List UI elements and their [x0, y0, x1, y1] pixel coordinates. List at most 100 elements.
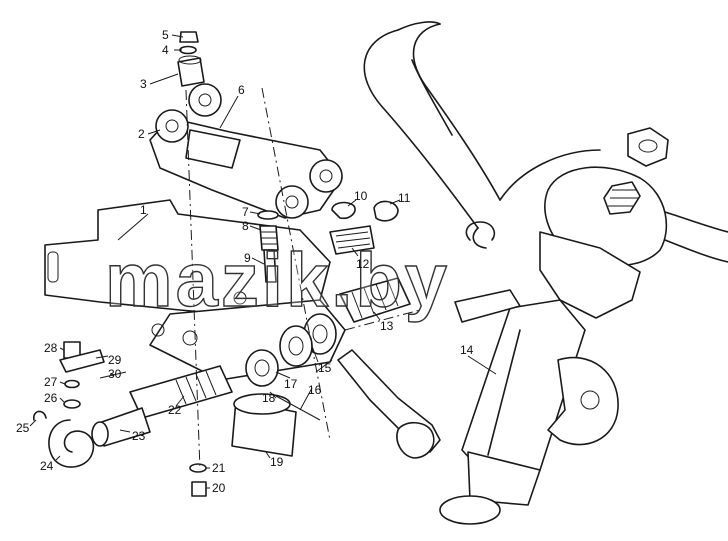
top-pin	[177, 31, 205, 87]
leader-2	[147, 129, 161, 135]
column-bracket	[454, 289, 521, 323]
right-fasteners	[329, 200, 411, 323]
callout-8: 8	[242, 219, 249, 233]
hub-spline-lines	[608, 189, 638, 207]
callout-11: 11	[398, 191, 411, 205]
callout-14: 14	[460, 343, 474, 357]
bolt-20	[191, 481, 207, 497]
callout-28: 28	[44, 341, 58, 355]
clamp-29	[59, 349, 105, 373]
top-washer	[179, 45, 197, 55]
washer-15b-hole	[288, 336, 304, 356]
callout-30: 30	[108, 367, 122, 381]
axis-line-b	[185, 89, 201, 471]
callout-2: 2	[138, 127, 145, 141]
column-clamp-hole	[580, 390, 600, 410]
leader-24	[55, 455, 61, 461]
link-eye-right-hole	[319, 169, 333, 183]
leader-1	[117, 213, 149, 241]
spring-set	[33, 341, 127, 468]
watermark-text: mazik.by	[105, 238, 450, 323]
circlip-10	[331, 201, 356, 220]
column-tube-line	[487, 329, 521, 456]
lever-eye	[396, 421, 435, 459]
washer-27	[64, 379, 80, 389]
callout-7: 7	[242, 205, 249, 219]
leader-15	[311, 345, 319, 363]
nut-17	[245, 349, 279, 387]
link-eye-left-hole	[165, 119, 179, 133]
link-eye-top	[188, 83, 222, 117]
wheel-rim-inner	[412, 23, 501, 201]
callout-24: 24	[40, 459, 54, 473]
column-top-housing	[539, 231, 641, 319]
pin-16	[275, 395, 321, 421]
callout-19: 19	[270, 455, 284, 469]
bottom-bolt	[189, 463, 207, 497]
callout-1: 1	[140, 203, 147, 217]
link-plate	[149, 83, 343, 219]
splined-shaft	[91, 365, 321, 457]
wheel-spoke-upper	[499, 149, 601, 201]
callout-3: 3	[140, 77, 147, 91]
leader-16	[299, 387, 313, 411]
wheel-spoke-right-b	[664, 211, 728, 233]
bracket-hole-a	[182, 330, 198, 346]
leader-5	[171, 34, 184, 38]
leader-22	[175, 395, 185, 407]
leader-11	[389, 199, 401, 205]
link-eye-left	[155, 109, 189, 143]
bracket-hole-c	[151, 323, 165, 337]
hub-nut	[627, 127, 669, 167]
washer-21	[189, 463, 207, 473]
link-eye-lower-hole	[285, 195, 299, 209]
link-eye-lower	[275, 185, 309, 219]
tilt-lever	[315, 349, 441, 459]
shaft-washers	[245, 313, 337, 387]
column-clamp	[547, 356, 619, 446]
leader-lines	[29, 34, 497, 489]
leader-3	[149, 73, 179, 85]
link-block	[185, 129, 241, 169]
wheel-rim-slot	[411, 59, 453, 136]
wheel-rim-end	[472, 227, 487, 249]
top-pin-end	[178, 55, 202, 65]
leader-30	[109, 373, 115, 377]
leader-7	[249, 211, 261, 215]
vertical-bolt	[257, 210, 279, 283]
washer-26	[63, 399, 81, 409]
callout-16: 16	[308, 383, 322, 397]
wheel-spoke-right-a	[659, 237, 728, 263]
leader-17	[275, 371, 291, 379]
callout-18: 18	[262, 391, 276, 405]
callout-25: 25	[16, 421, 30, 435]
callout-6: 6	[238, 83, 245, 97]
wheel-rim-outer	[363, 29, 479, 229]
bracket-slot	[47, 251, 59, 283]
callout-13: 13	[380, 319, 394, 333]
callout-29: 29	[108, 353, 122, 367]
callout-9: 9	[244, 251, 251, 265]
leader-6	[219, 95, 239, 129]
leader-27	[59, 381, 66, 385]
circlip-11	[373, 200, 399, 222]
washer-15b	[279, 325, 313, 367]
leader-14	[467, 355, 497, 375]
bracket-hole-b	[233, 291, 247, 305]
link-eye-top-hole	[198, 93, 212, 107]
callout-15: 15	[318, 361, 332, 375]
column-shaft-end	[439, 495, 501, 525]
wheel-rim-cut	[465, 221, 496, 241]
coil-spring-24	[48, 419, 95, 468]
leader-25	[29, 419, 37, 427]
callout-22: 22	[168, 403, 182, 417]
leader-10	[347, 199, 357, 207]
callout-23: 23	[132, 429, 146, 443]
nut-17-hole	[254, 359, 270, 377]
shaft-splines	[175, 370, 217, 405]
callout-21: 21	[212, 461, 226, 475]
callout-26: 26	[44, 391, 58, 405]
hub-nut-bore	[638, 139, 658, 153]
leader-12	[351, 247, 359, 257]
threaded-bush-13	[339, 277, 411, 323]
